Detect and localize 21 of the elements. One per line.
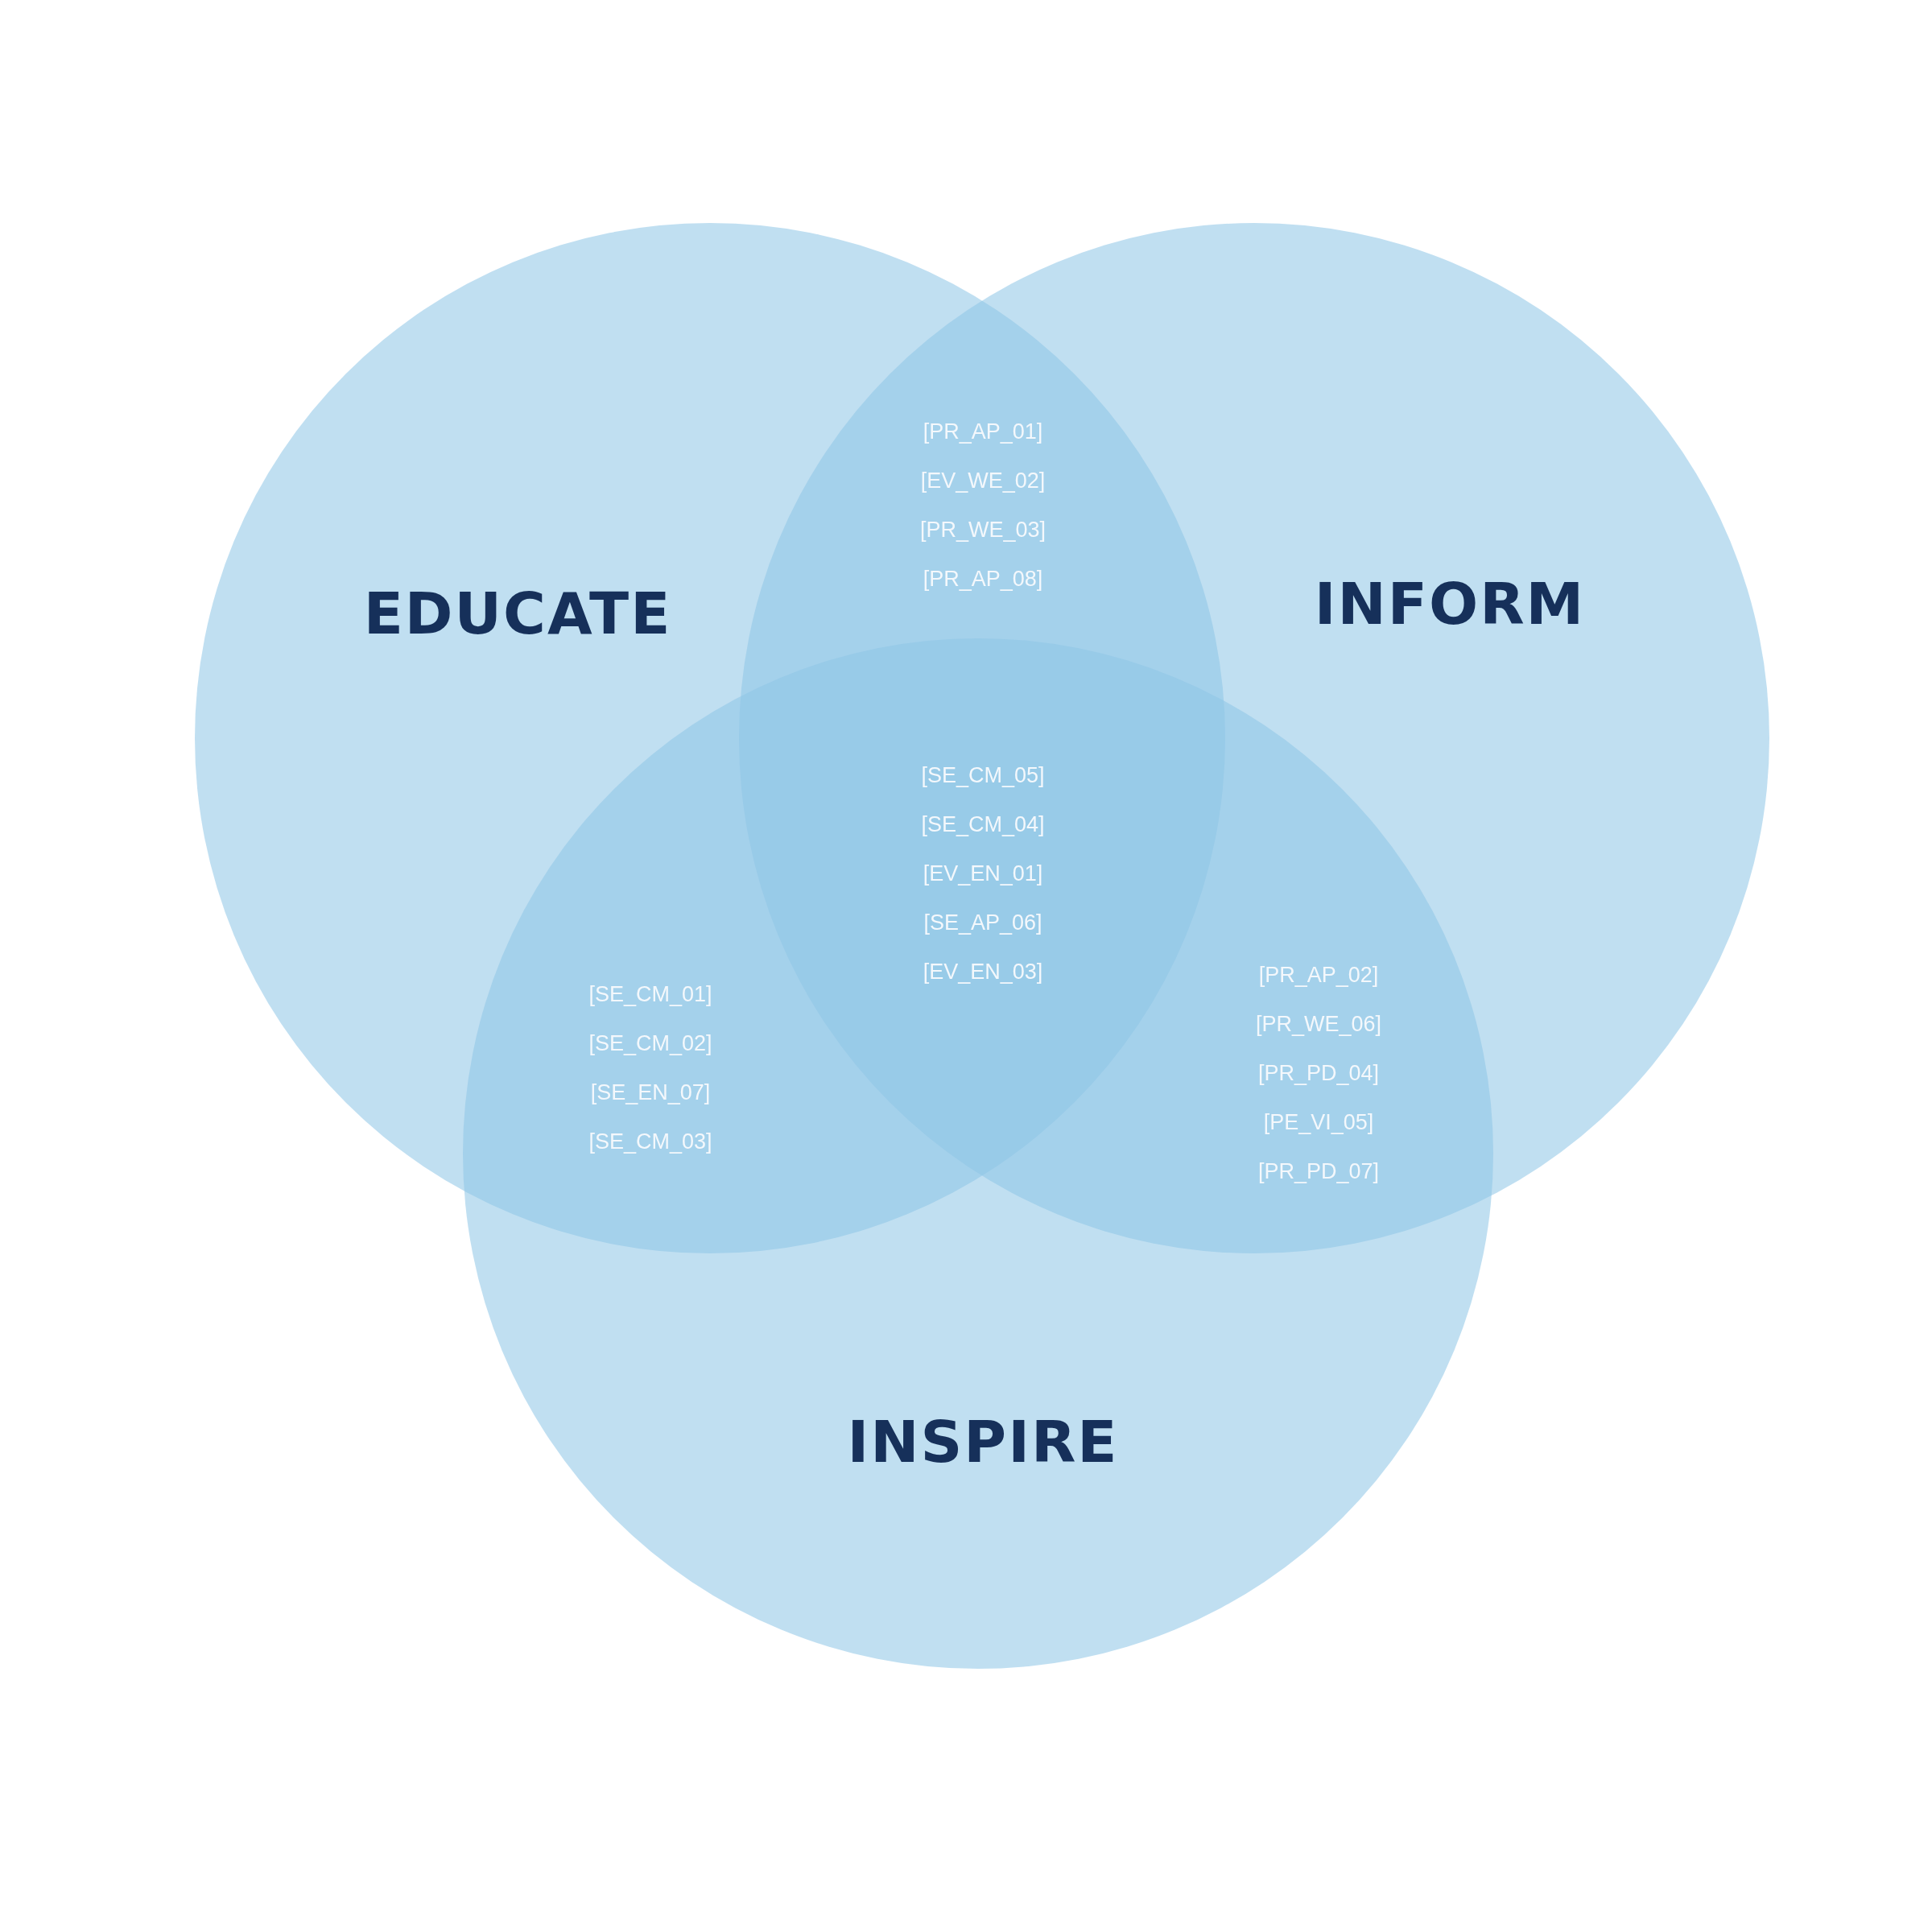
item-code-text: [SE_EN_07] <box>590 1080 711 1105</box>
item-code-text: [EV_WE_02] <box>920 468 1046 493</box>
circle-title: EDUCATE <box>363 580 672 647</box>
item-code-text: [PR_WE_06] <box>1255 1011 1382 1037</box>
item-code-text: [PR_AP_02] <box>1258 962 1379 988</box>
item-code-text: [PR_WE_03] <box>919 517 1046 543</box>
item-code-text: [PR_PD_04] <box>1257 1060 1380 1086</box>
item-code-text: [PR_PD_07] <box>1257 1158 1380 1184</box>
item-code-text: [SE_CM_05] <box>921 762 1045 788</box>
circle-title: INSPIRE <box>847 1408 1119 1476</box>
item-code-text: [PR_AP_08] <box>923 566 1043 592</box>
item-code-text: [SE_CM_03] <box>588 1129 712 1154</box>
item-code-text: [SE_CM_01] <box>588 981 712 1007</box>
item-code-text: [SE_CM_04] <box>921 811 1045 837</box>
item-code-text: [SE_CM_02] <box>588 1030 712 1056</box>
item-code-text: [PE_VI_05] <box>1263 1109 1374 1135</box>
circle-title: INFORM <box>1314 570 1586 638</box>
item-code-text: [PR_AP_01] <box>923 419 1043 444</box>
item-code-text: [SE_AP_06] <box>923 910 1042 935</box>
item-code-text: [EV_EN_01] <box>923 861 1043 886</box>
item-code-text: [EV_EN_03] <box>923 959 1043 985</box>
